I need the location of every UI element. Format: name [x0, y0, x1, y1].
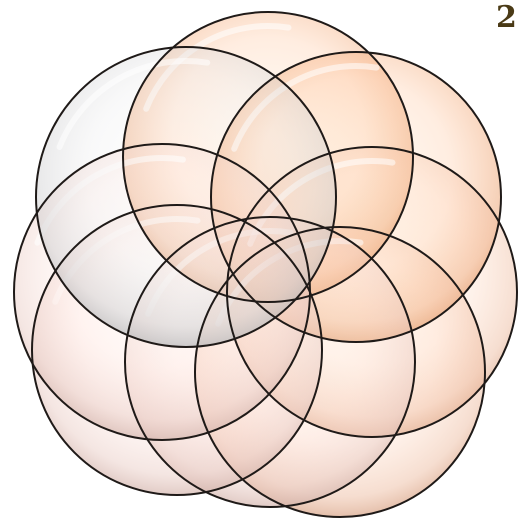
corner-mark-text: 2 — [496, 0, 524, 36]
circle-upper-left — [36, 47, 336, 347]
circles-group — [14, 12, 517, 517]
